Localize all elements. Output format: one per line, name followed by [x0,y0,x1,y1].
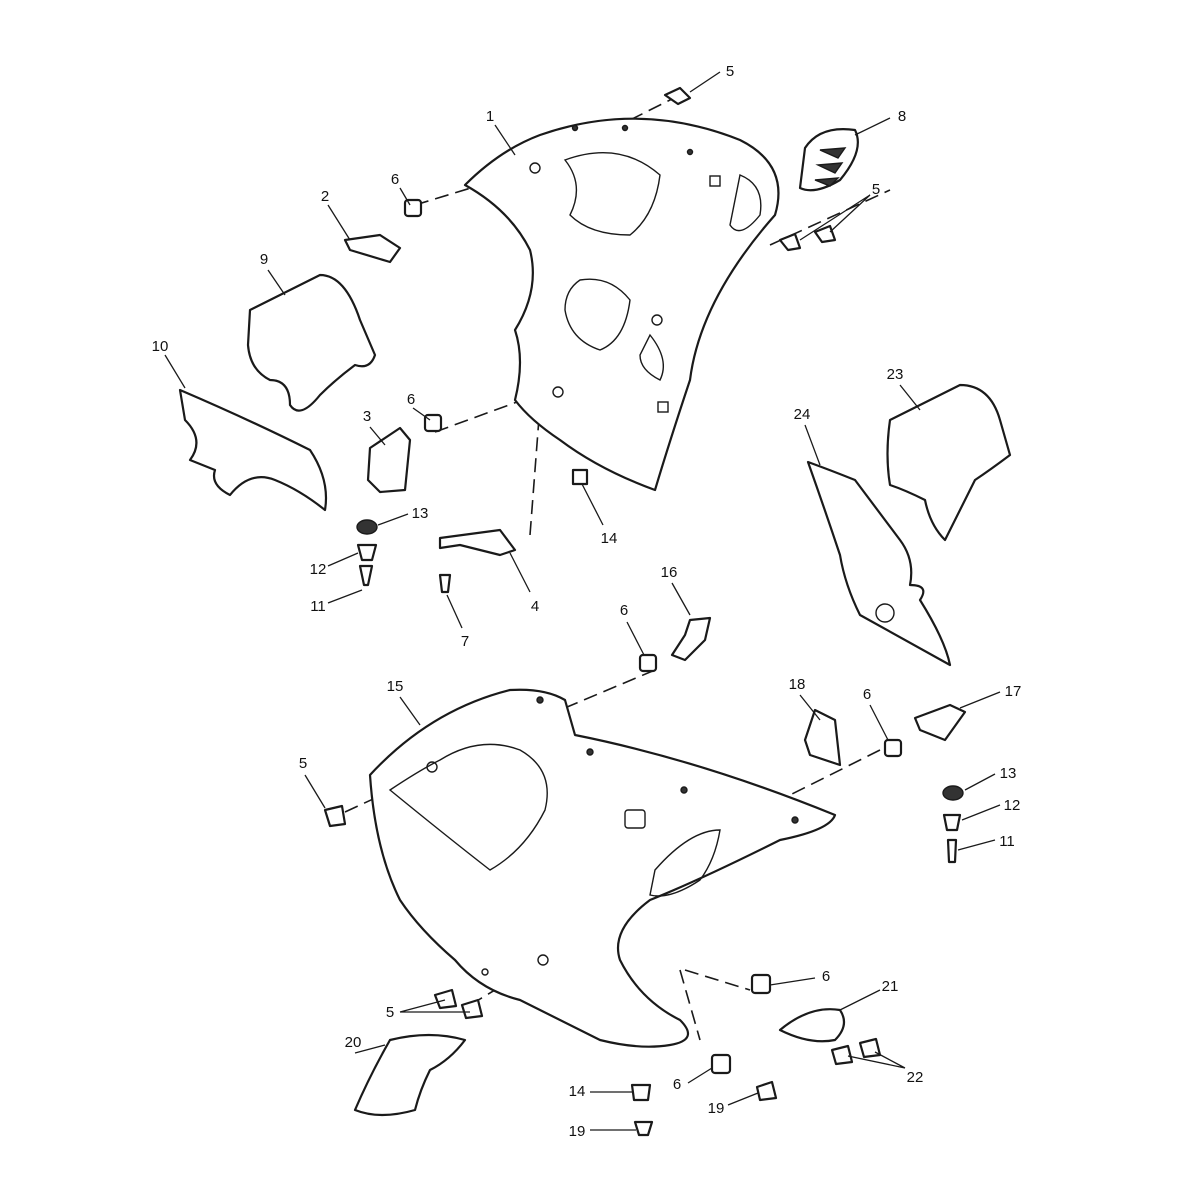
callout-7: 7 [461,633,469,650]
callout-20: 20 [345,1034,362,1051]
callout-8: 8 [898,108,906,125]
fasteners [323,86,967,1137]
callout-23: 23 [887,366,904,383]
callout-24: 24 [794,406,811,423]
scoop-20 [353,1033,467,1117]
callout-16: 16 [661,564,678,581]
callout-14: 14 [569,1083,586,1100]
callout-5: 5 [872,181,880,198]
callout-11: 11 [310,598,326,615]
callout-10: 10 [152,338,169,355]
callout-11: 11 [999,833,1015,850]
leader-lines [164,71,1001,1131]
upper-fairing [463,117,780,492]
callout-14: 14 [601,530,618,547]
panel-10 [178,388,328,512]
callout-13: 13 [1000,765,1017,782]
lower-fairing [368,688,837,1048]
vent-panel-8 [798,128,859,192]
callout-18: 18 [789,676,806,693]
callout-17: 17 [1005,683,1022,700]
callout-19: 19 [708,1100,725,1117]
callout-6: 6 [822,968,830,985]
callout-6: 6 [391,171,399,188]
callout-6: 6 [407,391,415,408]
panel-24 [806,460,952,667]
callout-5: 5 [299,755,307,772]
callout-3: 3 [363,408,371,425]
callout-12: 12 [310,561,327,578]
vent-21 [778,1008,846,1043]
callout-6: 6 [620,602,628,619]
callout-12: 12 [1004,797,1021,814]
callout-2: 2 [321,188,329,205]
callout-labels: 5 1 8 6 2 5 9 10 23 24 3 6 13 14 12 11 4… [152,63,1022,1140]
callout-13: 13 [412,505,429,522]
callout-19: 19 [569,1123,586,1140]
callout-9: 9 [260,251,268,268]
callout-6: 6 [673,1076,681,1093]
panel-9 [246,273,377,412]
callout-5: 5 [386,1004,394,1021]
callout-1: 1 [486,108,494,125]
callout-4: 4 [531,598,539,615]
callout-6: 6 [863,686,871,703]
panel-23 [886,383,1012,542]
callout-21: 21 [882,978,899,995]
callout-5: 5 [726,63,734,80]
callout-22: 22 [907,1069,924,1086]
callout-15: 15 [387,678,404,695]
